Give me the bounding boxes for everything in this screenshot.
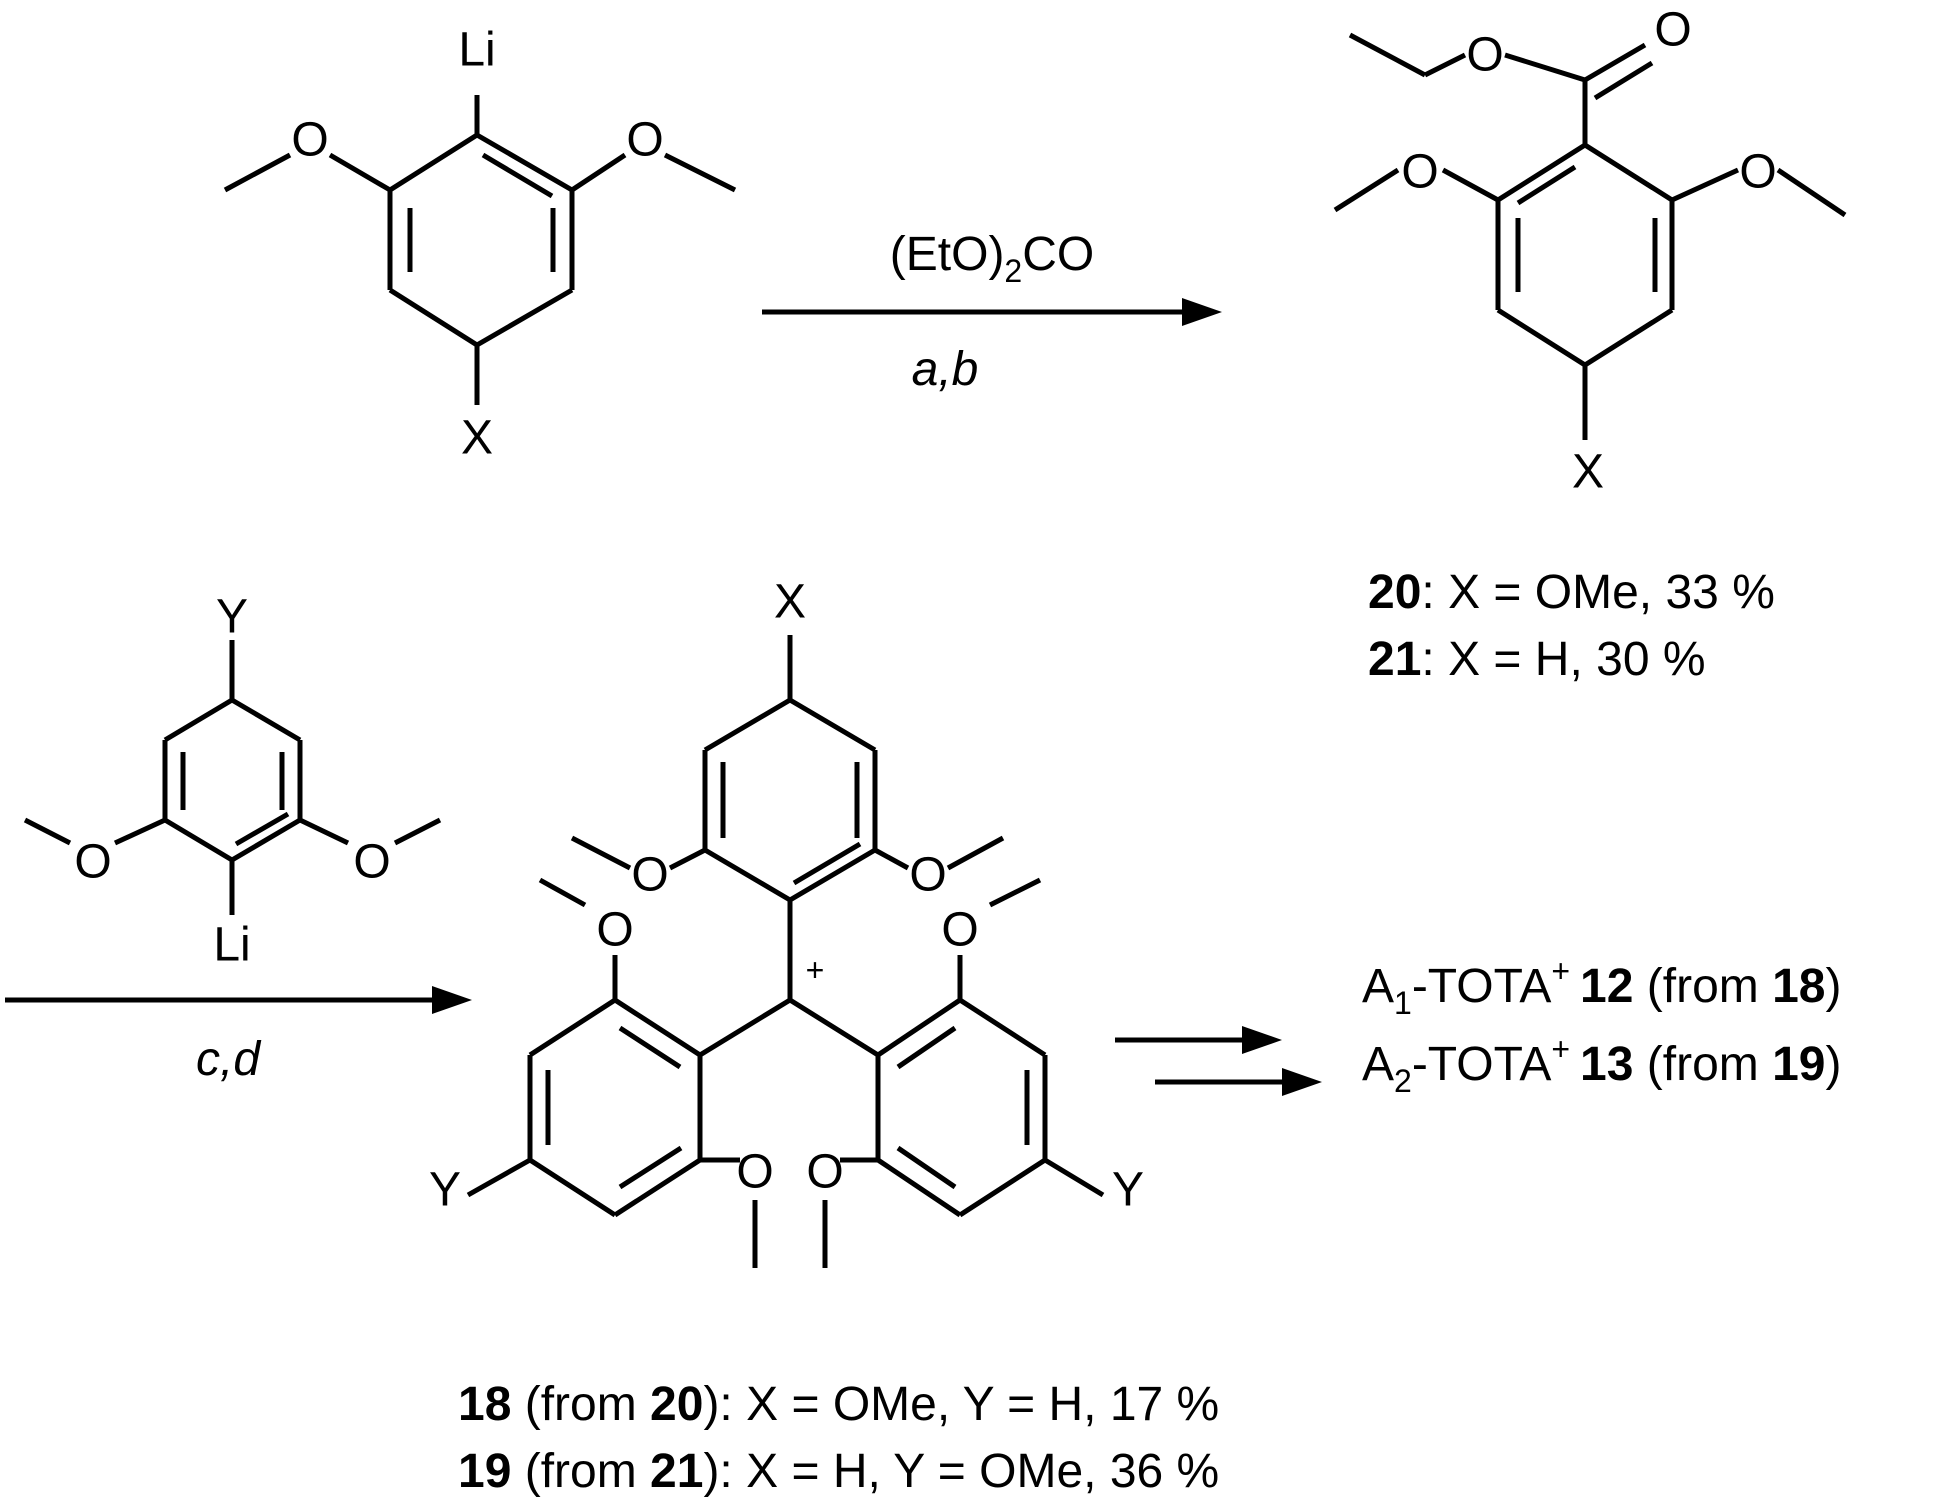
- reaction-arrow-1: (EtO)2CO a,b: [762, 228, 1222, 396]
- product-21-label: 21: X = H, 30 %: [1368, 633, 1706, 686]
- oxygen-atom: O: [291, 114, 328, 167]
- oxygen-atom: O: [1739, 146, 1776, 199]
- aryllithium-reactant: Li O O X: [223, 24, 737, 465]
- oxygen-atom: O: [806, 1146, 843, 1199]
- product-18-label: 18 (from 20): X = OMe, Y = H, 17 %: [458, 1378, 1219, 1431]
- oxygen-atom: O: [353, 836, 390, 889]
- multistep-arrow: [1115, 1026, 1322, 1096]
- cation-charge: +: [806, 952, 825, 988]
- oxygen-atom: O: [596, 904, 633, 957]
- oxygen-atom: O: [626, 114, 663, 167]
- conditions-label: c,d: [196, 1033, 261, 1086]
- x-substituent: X: [1572, 446, 1604, 499]
- x-substituent: X: [461, 412, 493, 465]
- benzoate-ester-product: O O O O X: [1333, 4, 1847, 499]
- oxygen-atom: O: [941, 904, 978, 957]
- y-substituent: Y: [1112, 1164, 1144, 1217]
- ester-oxygen-atom: O: [1466, 29, 1503, 82]
- lithium-atom: Li: [458, 24, 495, 77]
- oxygen-atom: O: [74, 836, 111, 889]
- y-substituent: Y: [429, 1164, 461, 1217]
- oxygen-atom: O: [1401, 146, 1438, 199]
- second-aryllithium-reagent: Y O O Li: [23, 591, 442, 972]
- oxygen-atom: O: [736, 1146, 773, 1199]
- lithium-atom: Li: [213, 919, 250, 972]
- oxygen-atom: O: [631, 849, 668, 902]
- final-product-13-label: A2-TOTA+13 (from 19): [1362, 1031, 1841, 1099]
- product-19-label: 19 (from 21): X = H, Y = OMe, 36 %: [458, 1445, 1219, 1498]
- x-substituent: X: [774, 576, 806, 629]
- reagent-label: (EtO)2CO: [890, 228, 1094, 289]
- product-labels-18-19: 18 (from 20): X = OMe, Y = H, 17 % 19 (f…: [458, 1378, 1219, 1498]
- triarylcarbenium-cation: X O O + O O O O Y Y: [429, 576, 1144, 1268]
- reaction-arrow-2: c,d: [5, 986, 472, 1086]
- product-20-label: 20: X = OMe, 33 %: [1368, 566, 1775, 619]
- final-product-12-label: A1-TOTA+12 (from 18): [1362, 953, 1841, 1021]
- product-labels-20-21: 20: X = OMe, 33 % 21: X = H, 30 %: [1368, 566, 1775, 686]
- final-product-labels: A1-TOTA+12 (from 18) A2-TOTA+13 (from 19…: [1362, 953, 1841, 1099]
- carbonyl-oxygen-atom: O: [1654, 4, 1691, 57]
- oxygen-atom: O: [909, 849, 946, 902]
- conditions-label: a,b: [912, 343, 979, 396]
- y-substituent: Y: [216, 591, 248, 644]
